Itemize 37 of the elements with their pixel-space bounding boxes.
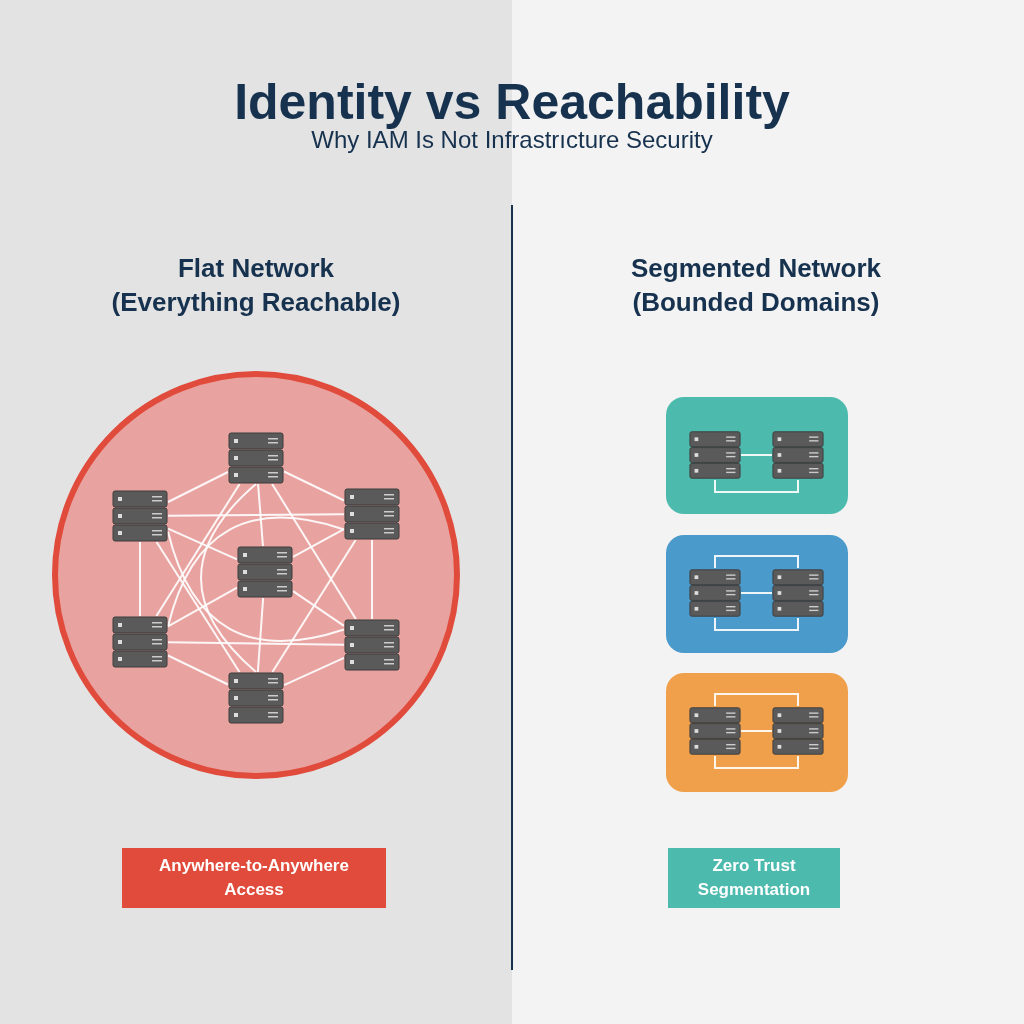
connection-line: [167, 641, 345, 646]
connection-line: [740, 592, 773, 594]
connection-line: [167, 471, 229, 503]
connection-line: [155, 541, 241, 673]
connection-line: [139, 541, 141, 617]
connection-line: [167, 516, 345, 628]
connection-line: [256, 597, 265, 673]
connection-line: [155, 483, 241, 617]
connection-line: [167, 530, 345, 642]
access-tag: Anywhere-to-Anywhere Access: [122, 848, 386, 908]
connection-line: [271, 483, 357, 620]
connection-line: [257, 483, 264, 547]
connection-line: [714, 479, 799, 493]
connection-line: [200, 483, 257, 673]
connection-line: [271, 539, 357, 673]
connection-line: [283, 656, 345, 687]
connection-line: [740, 730, 773, 732]
connection-line: [371, 539, 373, 620]
segment-panel: [666, 397, 848, 514]
section-heading: Segmented Network (Bounded Domains): [630, 252, 882, 319]
connection-line: [292, 528, 345, 558]
segmentation-tag: Zero Trust Segmentation: [668, 848, 840, 908]
section-heading: Flat Network (Everything Reachable): [110, 252, 402, 319]
segment-panel: [666, 673, 848, 792]
connection-line: [167, 586, 238, 628]
connection-line: [714, 617, 799, 631]
title: Identity vs Reachability: [233, 73, 791, 131]
segment-panel: [666, 535, 848, 653]
connection-line: [714, 693, 799, 707]
connection-line: [167, 527, 238, 561]
connection-line: [167, 654, 229, 686]
connection-line: [714, 555, 799, 569]
connection-line: [714, 755, 799, 769]
connection-line: [292, 590, 345, 627]
connection-line: [740, 454, 773, 456]
connection-line: [167, 513, 345, 517]
connection-line: [283, 470, 345, 502]
